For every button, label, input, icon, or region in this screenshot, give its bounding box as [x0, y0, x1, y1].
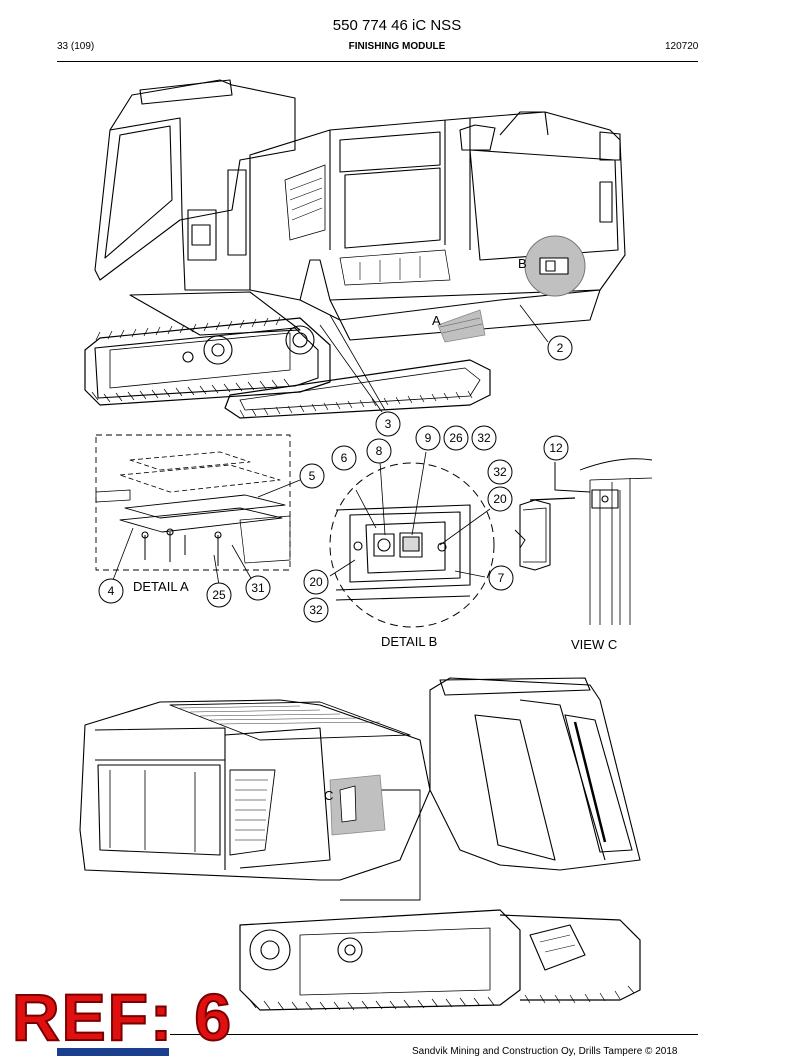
- detail-a-caption: DETAIL A: [133, 579, 189, 594]
- callout-8: 8: [376, 444, 383, 458]
- callout-25: 25: [212, 588, 226, 602]
- document-number: 550 774 46 iC NSS: [332, 17, 462, 34]
- letter-b: B: [518, 256, 527, 271]
- callout-31: 31: [251, 581, 265, 595]
- letter-a: A: [432, 313, 441, 328]
- callout-26: 26: [449, 431, 463, 445]
- callout-12: 12: [549, 441, 563, 455]
- callout-20-right: 20: [493, 492, 507, 506]
- footer-copyright: Sandvik Mining and Construction Oy, Dril…: [412, 1046, 678, 1057]
- callout-5: 5: [309, 469, 316, 483]
- letter-c: C: [324, 788, 333, 803]
- section-title: FINISHING MODULE: [348, 41, 446, 52]
- header-rule: [57, 61, 698, 62]
- callout-7: 7: [498, 571, 505, 585]
- callout-20-left: 20: [309, 575, 323, 589]
- callout-4: 4: [108, 584, 115, 598]
- callout-9: 9: [425, 431, 432, 445]
- brand-logo: [57, 1048, 169, 1056]
- view-c-illustration: [514, 458, 653, 625]
- ref-overlay-label: REF: 6: [11, 980, 234, 1054]
- callout-2: 2: [557, 341, 564, 355]
- detail-b-caption: DETAIL B: [381, 634, 437, 649]
- callout-32-right: 32: [493, 465, 507, 479]
- page-number: 33 (109): [57, 41, 95, 52]
- detail-a-illustration: [95, 434, 301, 586]
- top-machine-illustration: [84, 79, 626, 419]
- footer-rule: [170, 1034, 698, 1035]
- callout-32-bottom: 32: [309, 603, 323, 617]
- callout-6: 6: [341, 451, 348, 465]
- detail-b-illustration: [329, 451, 495, 628]
- bottom-machine-illustration: [79, 677, 641, 1011]
- view-c-caption: VIEW C: [571, 637, 617, 652]
- callout-3: 3: [385, 417, 392, 431]
- callout-32-top: 32: [477, 431, 491, 445]
- date-code: 120720: [665, 41, 699, 52]
